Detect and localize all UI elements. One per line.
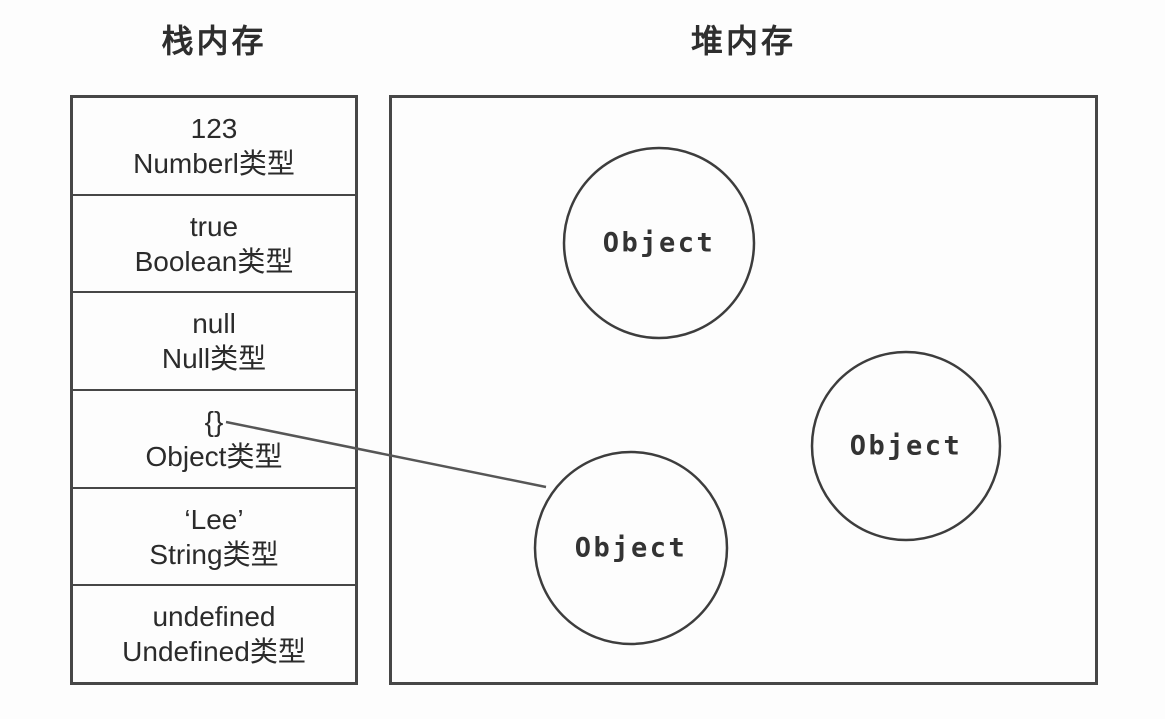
stack-row-undefined: undefined Undefined类型 <box>73 586 355 682</box>
stack-value: 123 <box>190 112 238 144</box>
stack-value: true <box>189 210 239 242</box>
stack-type: String类型 <box>149 538 279 570</box>
stack-type: Undefined类型 <box>122 636 306 668</box>
stack-row-object: {} Object类型 <box>73 391 355 489</box>
stack-type: Object类型 <box>145 440 283 472</box>
heap-memory-title: 堆内存 <box>690 23 796 59</box>
stack-type: Boolean类型 <box>134 245 294 277</box>
stack-memory-title: 栈内存 <box>161 23 267 59</box>
stack-type: Null类型 <box>161 343 267 375</box>
stack-row-number: 123 Numberl类型 <box>73 98 355 196</box>
stack-type: Numberl类型 <box>133 147 295 179</box>
stack-value: undefined <box>152 601 276 633</box>
stack-value: null <box>192 308 236 340</box>
heap-memory-box <box>389 95 1098 685</box>
stack-row-string: ‘Lee’ String类型 <box>73 489 355 587</box>
stack-value-object-pointer: {} <box>204 405 224 437</box>
stack-row-boolean: true Boolean类型 <box>73 196 355 294</box>
stack-row-null: null Null类型 <box>73 293 355 392</box>
stack-memory-table: 123 Numberl类型 true Boolean类型 null Null类型… <box>70 95 358 685</box>
stack-value: ‘Lee’ <box>184 503 244 535</box>
